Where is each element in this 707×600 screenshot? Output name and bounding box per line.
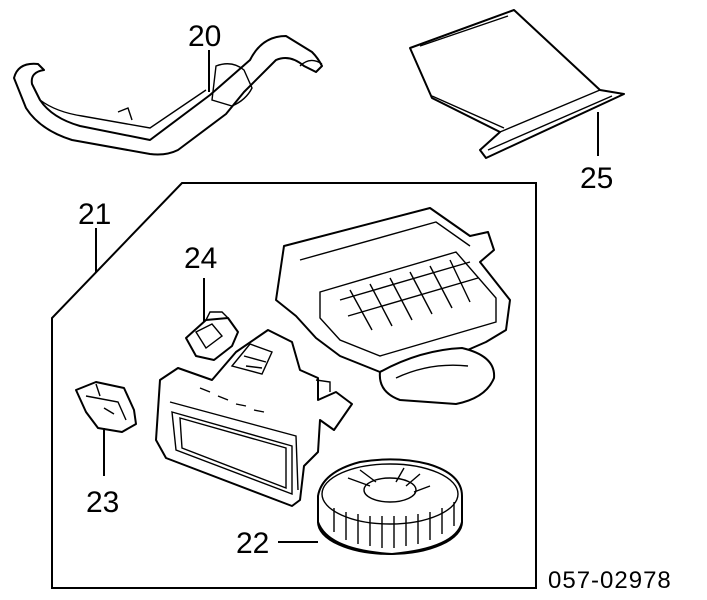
callout-25: 25: [580, 162, 613, 195]
actuator-23: [75, 381, 137, 433]
assembly-frame: [51, 182, 537, 589]
duct-hose-20: [13, 35, 323, 156]
callout-20: 20: [188, 20, 221, 53]
air-filter-25: [409, 9, 625, 159]
callout-21: 21: [78, 198, 111, 231]
callout-22: 22: [236, 527, 269, 560]
blower-housing-21: [155, 207, 511, 507]
callout-24: 24: [184, 242, 217, 275]
diagram-id: 057-02978: [548, 567, 672, 594]
callout-23: 23: [86, 486, 119, 519]
resistor-24: [185, 311, 239, 361]
blower-fan-22: [317, 458, 463, 555]
